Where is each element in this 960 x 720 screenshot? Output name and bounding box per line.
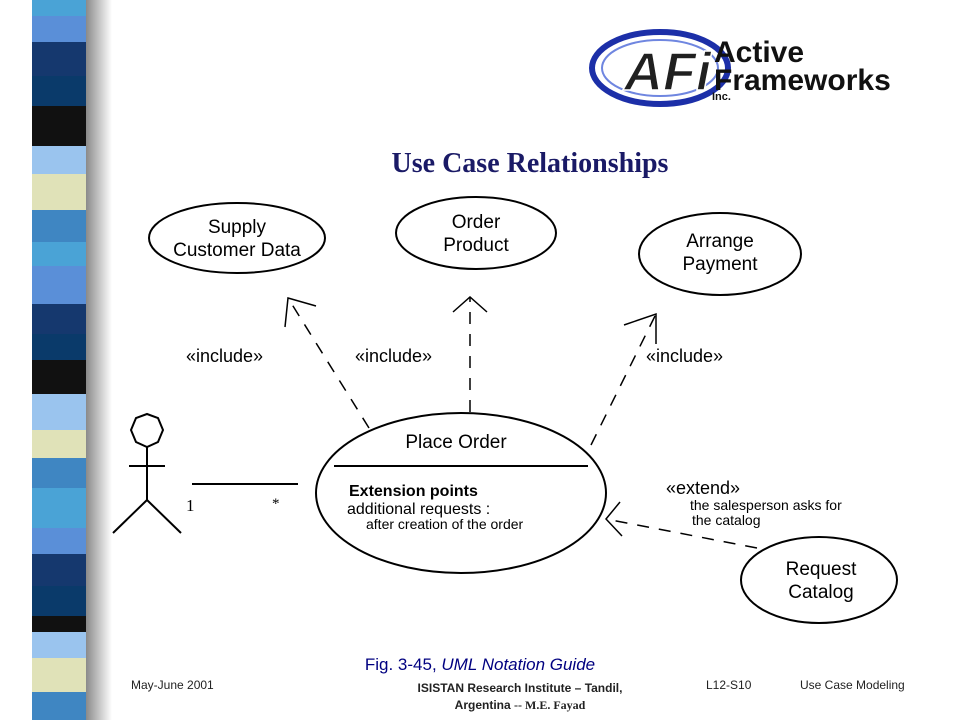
strip-block (32, 242, 88, 266)
include-left-line (287, 297, 370, 429)
usecase-request-label-2: Catalog (788, 582, 854, 603)
slide-title: Use Case Relationships (391, 148, 669, 179)
extend-arrowhead (605, 501, 623, 537)
extend-line (605, 518, 758, 549)
figure-caption: Fig. 3-45, UML Notation Guide (300, 655, 660, 675)
footer-institute: ISISTAN Research Institute – Tandil, Arg… (380, 680, 660, 714)
usecase-order-label-2: Product (443, 235, 509, 256)
strip-block (32, 76, 88, 106)
strip-block (32, 334, 88, 360)
strip-block (32, 146, 88, 174)
extend-condition-line-2: the catalog (692, 512, 761, 528)
footer-date: May-June 2001 (131, 678, 214, 692)
logo-ring-inner (601, 39, 719, 97)
include-right-label: «include» (646, 346, 723, 366)
strip-block (32, 266, 88, 304)
caption-source: UML Notation Guide (441, 655, 596, 674)
strip-block (32, 658, 88, 692)
include-right-line (590, 313, 657, 446)
actor-head (129, 412, 165, 449)
logo-text-active: Active (714, 36, 804, 69)
strip-block (32, 554, 88, 586)
logo-text-frameworks: Frameworks (714, 64, 891, 97)
usecase-place-order (315, 412, 607, 574)
extension-point-detail: after creation of the order (366, 516, 524, 532)
multiplicity-actor-end: 1 (186, 496, 195, 515)
usecase-order-label-1: Order (452, 212, 501, 233)
strip-block (32, 360, 88, 394)
strip-block (32, 174, 88, 210)
footer-country: Argentina (454, 698, 511, 712)
usecase-supply-label-2: Customer Data (173, 240, 301, 261)
include-right-relationship (590, 312, 657, 446)
strip-block (32, 586, 88, 616)
actor-left-leg (112, 499, 148, 534)
strip-block (32, 394, 88, 430)
include-left-arrowhead (284, 297, 317, 328)
include-right-arrowhead (623, 312, 657, 344)
extend-condition-line-1: the salesperson asks for (690, 497, 842, 513)
strip-block (32, 0, 88, 16)
usecase-order-product (395, 196, 557, 270)
strip-block (32, 106, 88, 146)
strip-shadow (86, 0, 112, 720)
usecase-arrange-payment (638, 212, 802, 296)
footer-author: -- M.E. Fayad (514, 698, 586, 712)
include-mid-label: «include» (355, 346, 432, 366)
strip-block (32, 304, 88, 334)
usecase-request-label-1: Request (786, 559, 857, 580)
usecase-arrange-label-2: Payment (683, 254, 759, 275)
strip-block (32, 16, 88, 42)
logo-monogram: AFi (622, 42, 712, 102)
include-left-relationship (284, 297, 370, 429)
usecase-arrange-label-1: Arrange (686, 231, 754, 252)
strip-block (32, 528, 88, 554)
actor-right-leg (146, 499, 182, 534)
caption-prefix: Fig. 3-45, (364, 655, 442, 674)
usecase-supply-customer-data (148, 202, 326, 274)
extension-point-name: additional requests : (347, 501, 490, 518)
strip-block (32, 42, 88, 76)
strip-block (32, 692, 88, 720)
logo-ring (589, 29, 731, 107)
footer-slide-number: L12-S10 (706, 678, 752, 692)
extend-relationship (605, 501, 758, 549)
footer-topic: Use Case Modeling (800, 678, 905, 692)
strip-block (32, 430, 88, 458)
include-mid-arrowhead (452, 295, 488, 313)
strip-block (32, 488, 88, 528)
strip-block (32, 458, 88, 488)
usecase-supply-label-1: Supply (208, 217, 267, 238)
footer-institute-line-2: Argentina -- M.E. Fayad (380, 697, 660, 714)
logo-text-inc: Inc. (712, 91, 731, 103)
company-logo: AFi Active Frameworks Inc. (589, 29, 891, 107)
multiplicity-usecase-end: * (272, 496, 280, 512)
actor-stick-figure (112, 412, 182, 534)
strip-block (32, 632, 88, 658)
strip-block (32, 210, 88, 242)
footer-institute-line-1: ISISTAN Research Institute – Tandil, (417, 681, 623, 695)
decorative-strip (32, 0, 88, 720)
include-left-label: «include» (186, 346, 263, 366)
usecase-request-catalog (740, 536, 898, 624)
extension-points-heading: Extension points (349, 483, 478, 500)
extend-label: «extend» (666, 478, 740, 498)
strip-block (32, 616, 88, 632)
usecase-place-order-name: Place Order (405, 432, 507, 453)
include-mid-relationship (452, 295, 488, 412)
